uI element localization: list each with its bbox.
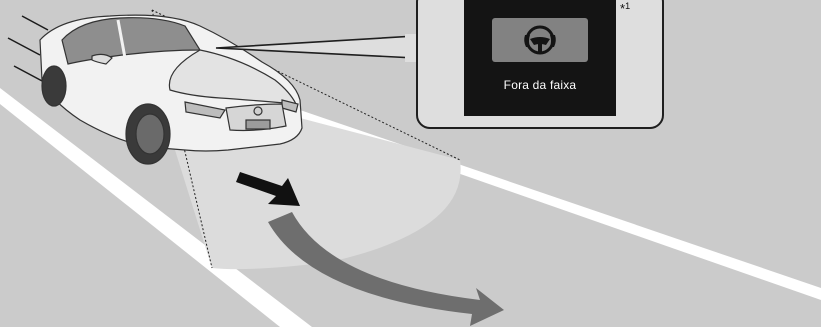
display-label: Fora da faixa	[464, 78, 616, 92]
instrument-display: Fora da faixa	[464, 0, 616, 116]
steering-wheel-hands-icon	[522, 21, 558, 59]
rear-wheel	[42, 66, 66, 106]
car-emblem	[254, 107, 262, 115]
warning-tile	[492, 18, 588, 62]
footnote-number: 1	[625, 1, 630, 11]
footnote-marker: *1	[620, 0, 630, 15]
